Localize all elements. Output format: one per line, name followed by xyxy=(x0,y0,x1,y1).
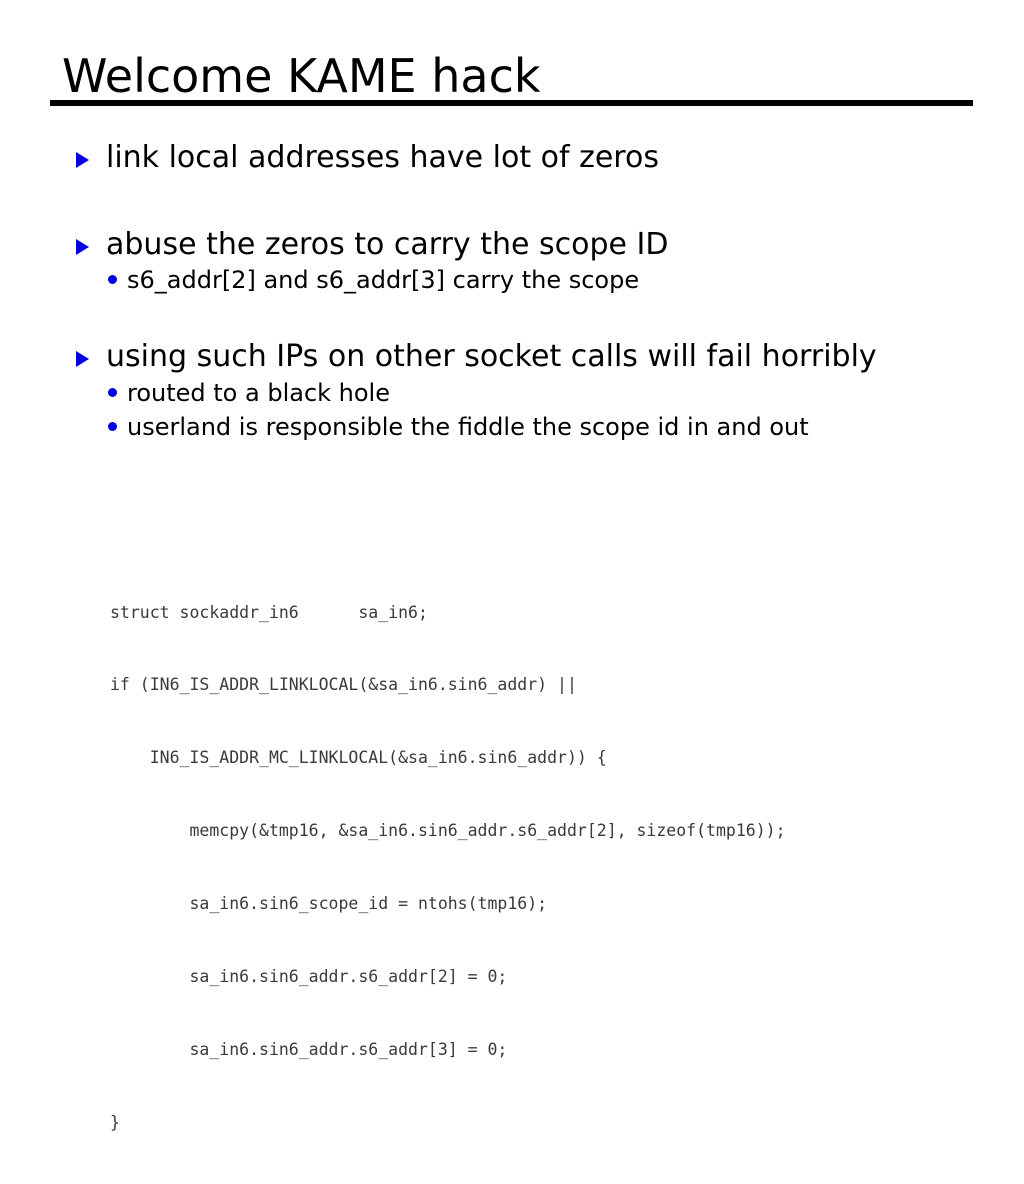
code-line: sa_in6.sin6_addr.s6_addr[2] = 0; xyxy=(110,967,508,987)
code-line: sa_in6.sin6_scope_id = ntohs(tmp16); xyxy=(110,894,548,914)
bullet-item-link-local: link local addresses have lot of zeros xyxy=(0,140,916,177)
spacer xyxy=(0,297,1024,339)
page-title: Welcome KAME hack xyxy=(62,49,541,103)
code-line: memcpy(&tmp16, &sa_in6.sin6_addr.s6_addr… xyxy=(110,821,786,841)
slide-body: link local addresses have lot of zeros a… xyxy=(0,140,1024,444)
triangle-bullet-icon xyxy=(76,152,89,168)
spacer xyxy=(0,177,1024,227)
code-line: IN6_IS_ADDR_MC_LINKLOCAL(&sa_in6.sin6_ad… xyxy=(110,748,607,768)
sub-bullet-item-black-hole: routed to a black hole xyxy=(0,376,987,410)
slide: Welcome KAME hack link local addresses h… xyxy=(0,49,1024,1132)
code-line: } xyxy=(110,1112,120,1132)
bullet-text: link local addresses have lot of zeros xyxy=(106,140,659,175)
bullet-item-socket-calls-fail: using such IPs on other socket calls wil… xyxy=(0,339,916,376)
code-line: sa_in6.sin6_addr.s6_addr[3] = 0; xyxy=(110,1039,508,1059)
bullet-text: abuse the zeros to carry the scope ID xyxy=(106,226,669,262)
dot-bullet-icon xyxy=(108,421,117,431)
dot-bullet-icon xyxy=(108,275,117,285)
code-line: struct sockaddr_in6 sa_in6; xyxy=(110,602,428,622)
sub-bullet-text: s6_addr[2] and s6_addr[3] carry the scop… xyxy=(127,266,640,295)
triangle-bullet-icon xyxy=(76,238,89,255)
bullet-item-abuse-zeros: abuse the zeros to carry the scope ID xyxy=(0,227,916,264)
sub-bullet-item-userland-responsible: userland is responsible the fiddle the s… xyxy=(0,410,987,444)
code-block: struct sockaddr_in6 sa_in6; if (IN6_IS_A… xyxy=(110,552,786,1184)
bullet-text: using such IPs on other socket calls wil… xyxy=(106,339,877,375)
title-underline-rule xyxy=(50,100,973,106)
sub-bullet-text: userland is responsible the fiddle the s… xyxy=(127,412,809,441)
triangle-bullet-icon xyxy=(76,351,89,368)
sub-bullet-item-s6addr: s6_addr[2] and s6_addr[3] carry the scop… xyxy=(0,263,987,297)
sub-bullet-text: routed to a black hole xyxy=(127,378,390,407)
code-line: if (IN6_IS_ADDR_LINKLOCAL(&sa_in6.sin6_a… xyxy=(110,675,577,695)
dot-bullet-icon xyxy=(108,387,117,397)
